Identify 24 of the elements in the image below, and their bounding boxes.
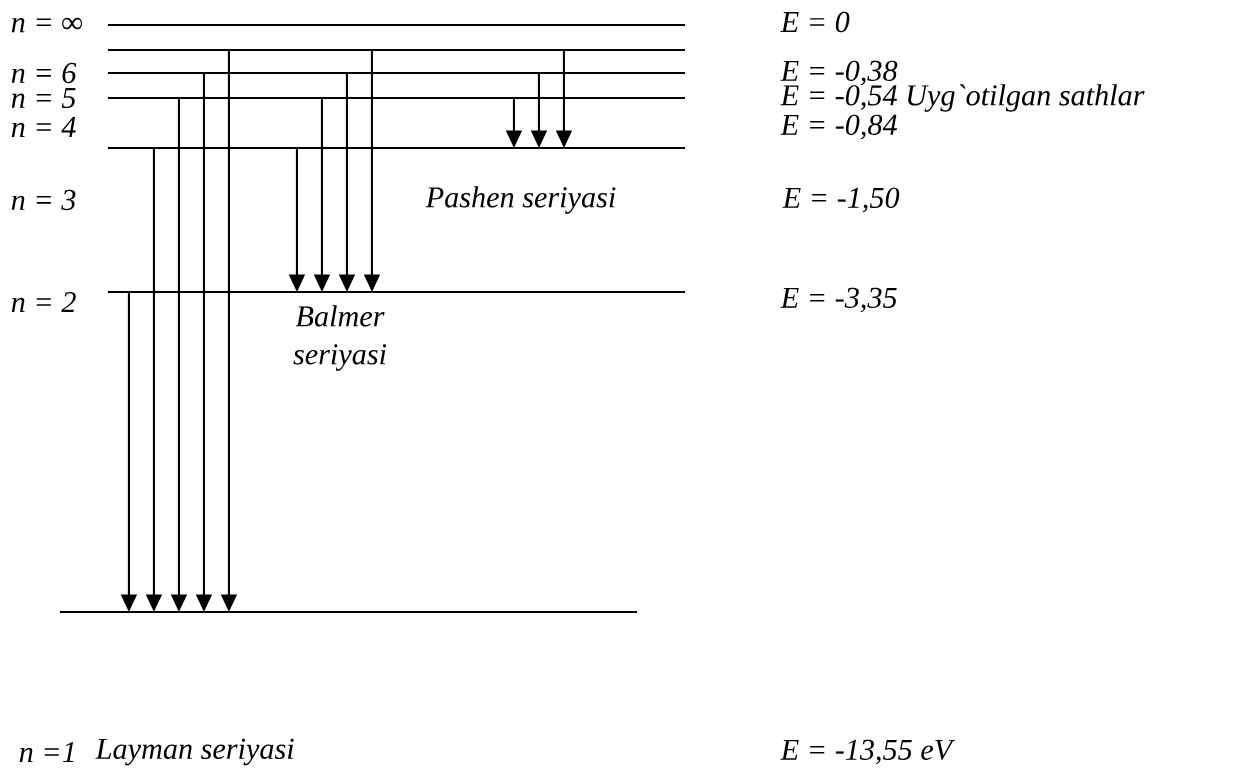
- level-label: Layman seriyasi: [95, 738, 294, 766]
- level-label: n = 6: [11, 62, 77, 84]
- energy-level-line: [106, 146, 687, 150]
- level-label: Balmer seriyasi: [293, 305, 387, 371]
- level-label: E = -3,35: [780, 287, 897, 313]
- level-label: n = 5: [11, 87, 76, 109]
- energy-level-line: [106, 290, 687, 294]
- level-label: n = 4: [11, 117, 76, 137]
- energy-level-line: [58, 610, 639, 614]
- level-label: E = -0,84: [780, 114, 897, 140]
- level-label: E = -0,54 Uyg`otilgan sathlar: [780, 84, 1145, 112]
- energy-level-line: [106, 48, 687, 52]
- level-label: E = -1,50: [782, 187, 900, 213]
- level-label: n = 2: [11, 292, 76, 312]
- level-label: E = -0,38: [780, 60, 898, 86]
- level-label: n = ∞: [11, 17, 82, 33]
- energy-level-line: [106, 96, 687, 100]
- level-label: E = -13,55 eV: [780, 739, 956, 765]
- energy-level-line: [106, 71, 687, 75]
- level-label: E = 0: [780, 11, 850, 33]
- level-label: n = 3: [11, 189, 76, 211]
- energy-level-line: [106, 23, 687, 27]
- level-label: Pashen seriyasi: [425, 186, 616, 214]
- level-label: n =1: [19, 742, 74, 762]
